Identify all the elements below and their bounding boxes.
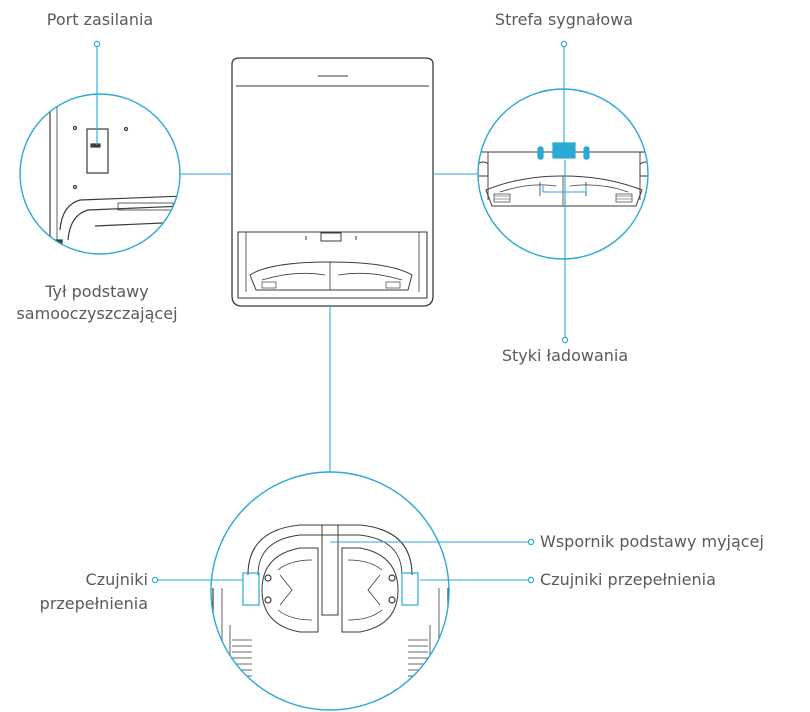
label-power-port: Port zasilania <box>20 10 180 30</box>
label-overflow-right: Czujniki przepełnienia <box>540 570 716 590</box>
label-signal-zone: Strefa sygnałowa <box>464 10 664 30</box>
label-wash-base-support: Wspornik podstawy myjącej <box>540 532 764 552</box>
label-back-line1: Tył podstawy <box>0 282 194 302</box>
label-back-line2: samooczyszczającej <box>0 304 194 324</box>
zoom-circle-base <box>211 472 449 712</box>
zoom-circle-back <box>20 80 185 260</box>
label-charging-contacts: Styki ładowania <box>474 346 656 366</box>
label-overflow-left-line2: przepełnienia <box>0 594 148 614</box>
leader-lines <box>97 47 586 605</box>
station-body <box>232 58 433 306</box>
label-overflow-left-line1: Czujniki <box>0 570 148 590</box>
